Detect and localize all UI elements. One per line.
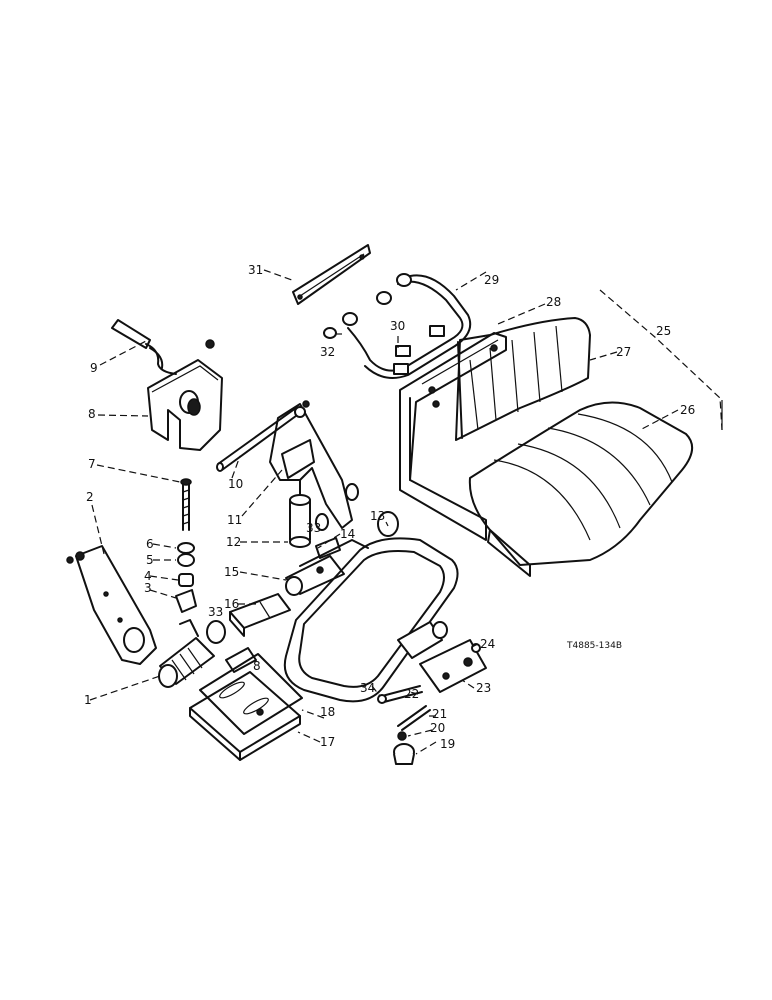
callout-1: 1 xyxy=(84,693,92,707)
callout-23: 23 xyxy=(476,681,491,695)
callout-34: 34 xyxy=(360,681,375,695)
part-20-nut xyxy=(397,731,407,741)
part-26-seat-cushion xyxy=(468,401,693,577)
callout-25: 25 xyxy=(656,324,671,338)
part-13-bushing xyxy=(377,511,399,537)
callout-19: 19 xyxy=(440,737,455,751)
callout-20: 20 xyxy=(430,721,445,735)
callout-22: 22 xyxy=(404,687,419,701)
callout-17: 17 xyxy=(320,735,335,749)
part-33-bushing-left xyxy=(206,620,226,644)
callout-15: 15 xyxy=(224,565,239,579)
part-4-spacer xyxy=(178,573,194,587)
part-11-pivot-plate xyxy=(269,400,359,529)
callout-21: 21 xyxy=(432,707,447,721)
callout-4: 4 xyxy=(144,569,152,583)
callout-28: 28 xyxy=(546,295,561,309)
callout-5: 5 xyxy=(146,553,154,567)
callout-33-right: 33 xyxy=(306,521,321,535)
callout-6: 6 xyxy=(146,537,154,551)
part-34-nut xyxy=(377,694,387,704)
callout-33-left: 33 xyxy=(208,605,223,619)
part-17-base-plate xyxy=(189,671,301,761)
part-21-rod xyxy=(397,705,431,731)
callout-18: 18 xyxy=(320,705,335,719)
callout-29: 29 xyxy=(484,273,499,287)
callout-26: 26 xyxy=(680,403,695,417)
callout-7: 7 xyxy=(88,457,96,471)
part-10-pin-end xyxy=(216,462,224,472)
part-10-pin xyxy=(217,407,301,471)
part-31-channel xyxy=(292,244,371,305)
callout-labels: 1 2 3 4 5 6 7 8 9 10 11 12 13 14 15 16 1… xyxy=(84,263,695,751)
part-6-washer xyxy=(177,542,195,554)
part-5-bushing xyxy=(177,553,195,567)
callout-9: 9 xyxy=(90,361,98,375)
callout-12: 12 xyxy=(226,535,241,549)
part-16-block xyxy=(229,593,291,637)
part-28-backrest-frame xyxy=(399,332,507,541)
callout-11: 11 xyxy=(227,513,242,527)
part-24-bracket xyxy=(419,639,487,693)
part-18-mount-plate xyxy=(199,653,303,735)
part-1-damper xyxy=(158,637,215,688)
callout-13: 13 xyxy=(370,509,385,523)
part-nut-small xyxy=(205,339,215,349)
callout-30: 30 xyxy=(390,319,405,333)
drawing-reference-code: T4885-134B xyxy=(566,641,622,651)
part-27-seat-back xyxy=(455,317,591,441)
callout-3: 3 xyxy=(144,581,152,595)
suspension-frame xyxy=(283,537,459,703)
leader-lines xyxy=(89,269,723,755)
callout-32: 32 xyxy=(320,345,335,359)
part-2-base-plate xyxy=(66,545,157,665)
callout-16: 16 xyxy=(224,597,239,611)
part-12-shock xyxy=(289,479,311,548)
part-33-bushing-right xyxy=(315,513,329,531)
callout-8-lower: 8 xyxy=(253,659,261,673)
part-7-bolt xyxy=(180,478,192,531)
callout-27: 27 xyxy=(616,345,631,359)
callout-8: 8 xyxy=(88,407,96,421)
callout-14: 14 xyxy=(340,527,355,541)
part-33-clip xyxy=(179,619,199,637)
callout-10: 10 xyxy=(228,477,243,491)
part-15-linkage xyxy=(285,539,369,596)
part-3-clamp xyxy=(175,589,197,613)
part-8-bracket xyxy=(147,359,223,451)
part-8-lower-block xyxy=(225,647,257,673)
callout-24: 24 xyxy=(480,637,495,651)
callout-31: 31 xyxy=(248,263,263,277)
part-29-tube-frame xyxy=(323,273,472,379)
part-9-lever xyxy=(111,319,177,375)
callout-2: 2 xyxy=(86,490,94,504)
part-19-foot xyxy=(393,743,415,765)
